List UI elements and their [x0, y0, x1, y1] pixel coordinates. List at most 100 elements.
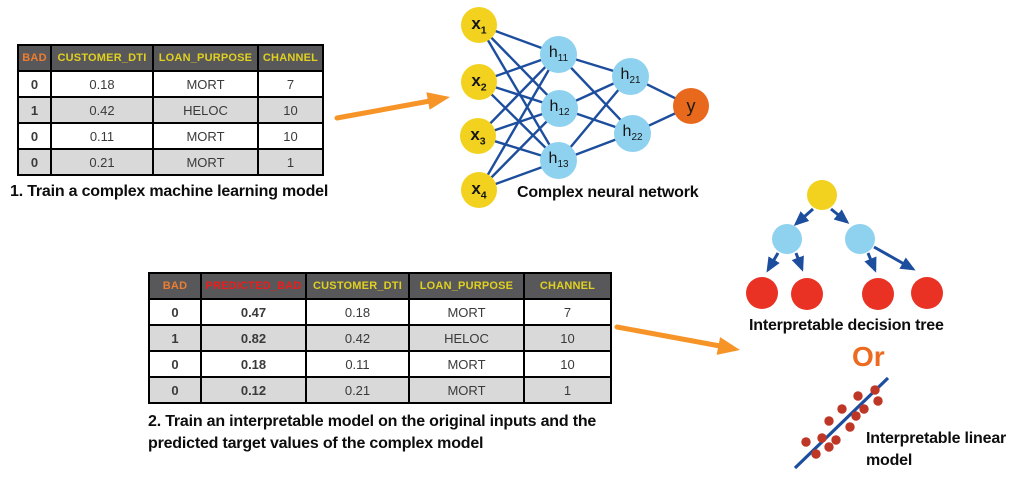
table-cell: MORT [152, 70, 259, 98]
node-label: x4 [471, 178, 487, 201]
node-label: x3 [470, 124, 486, 147]
table-cell: MORT [408, 298, 525, 326]
table-row: 0 0.18 0.11 MORT 10 [148, 350, 612, 378]
node-label: h22 [622, 122, 643, 144]
table-cell: MORT [408, 376, 525, 404]
linear-caption-line2: model [866, 452, 913, 469]
table-cell: 0.82 [200, 324, 307, 352]
node-label: x1 [471, 13, 487, 36]
header-cell: LOAN_PURPOSE [408, 272, 525, 300]
input-node-x3: x3 [460, 118, 496, 154]
node-label: y [686, 96, 696, 116]
table-cell: 0.47 [200, 298, 307, 326]
flow-arrow-1 [334, 92, 450, 121]
hidden-node-h21: h21 [612, 58, 649, 95]
node-label: h13 [548, 149, 569, 171]
table-cell: 0.18 [305, 298, 410, 326]
tree-root-node [807, 180, 837, 210]
header-cell: CUSTOMER_DTI [305, 272, 410, 300]
predicted-data-table: BAD PREDICTED_BAD CUSTOMER_DTI LOAN_PURP… [148, 272, 612, 404]
header-cell: BAD [148, 272, 202, 300]
table-row: 0 0.12 0.21 MORT 1 [148, 376, 612, 404]
step2-caption: 2. Train an interpretable model on the o… [148, 411, 596, 455]
table-cell: 0 [148, 298, 202, 326]
tree-leaf-node [746, 277, 778, 309]
table-cell: HELOC [408, 324, 525, 352]
header-cell: CHANNEL [523, 272, 612, 300]
table-cell: 0.42 [50, 96, 154, 124]
or-label: Or [852, 341, 885, 372]
linear-caption-line1: Interpretable linear [866, 430, 1007, 447]
table-cell: 0.42 [305, 324, 410, 352]
table-row: 0 0.21 MORT 1 [17, 148, 324, 176]
flow-arrow-2 [614, 324, 740, 355]
hidden-node-h13: h13 [540, 142, 577, 179]
nn-edges [477, 23, 692, 192]
node-label: h21 [620, 65, 641, 87]
node-label: h11 [548, 43, 569, 65]
header-cell: CUSTOMER_DTI [50, 44, 154, 72]
tree-left-node [772, 224, 802, 254]
header-cell: PREDICTED_BAD [200, 272, 307, 300]
table-cell: MORT [152, 122, 259, 150]
node-label: x2 [471, 70, 487, 93]
input-node-x2: x2 [461, 64, 497, 100]
table-cell: HELOC [152, 96, 259, 124]
tree-caption: Interpretable decision tree [749, 317, 944, 334]
table-cell: 0.21 [305, 376, 410, 404]
table-row: 0 0.47 0.18 MORT 7 [148, 298, 612, 326]
input-node-x1: x1 [461, 7, 497, 43]
table-row: 1 0.42 HELOC 10 [17, 96, 324, 124]
table-cell: 7 [257, 70, 324, 98]
table-cell: 0 [17, 148, 52, 176]
hidden-node-h22: h22 [614, 115, 651, 152]
table-cell: 10 [523, 324, 612, 352]
table-header-row: BAD PREDICTED_BAD CUSTOMER_DTI LOAN_PURP… [148, 272, 612, 300]
table-cell: 10 [257, 122, 324, 150]
header-cell: CHANNEL [257, 44, 324, 72]
header-cell: BAD [17, 44, 52, 72]
step1-caption: 1. Train a complex machine learning mode… [10, 183, 329, 200]
table-cell: 0 [148, 350, 202, 378]
table-row: 0 0.11 MORT 10 [17, 122, 324, 150]
step2-caption-line1: 2. Train an interpretable model on the o… [148, 413, 597, 430]
input-node-x4: x4 [461, 172, 497, 208]
table-cell: 0.18 [50, 70, 154, 98]
table-cell: 0 [17, 70, 52, 98]
table-cell: 10 [257, 96, 324, 124]
table-cell: 0.12 [200, 376, 307, 404]
header-cell: LOAN_PURPOSE [152, 44, 259, 72]
table-cell: 1 [17, 96, 52, 124]
table-cell: 0.11 [305, 350, 410, 378]
table-cell: 0.11 [50, 122, 154, 150]
tree-leaf-node [911, 277, 943, 309]
linear-model-plot [793, 376, 890, 470]
table-cell: 0.21 [50, 148, 154, 176]
network-caption: Complex neural network [517, 184, 699, 201]
table-header-row: BAD CUSTOMER_DTI LOAN_PURPOSE CHANNEL [17, 44, 324, 72]
tree-arrows [766, 207, 916, 273]
scatter-dots [801, 385, 883, 459]
table-cell: MORT [408, 350, 525, 378]
table-cell: 0 [17, 122, 52, 150]
linear-model-caption: Interpretable linear model [866, 428, 1006, 472]
training-data-table: BAD CUSTOMER_DTI LOAN_PURPOSE CHANNEL 0 … [17, 44, 324, 176]
tree-right-node [845, 224, 875, 254]
table-cell: 1 [148, 324, 202, 352]
tree-leaf-node [791, 278, 823, 310]
tree-leaf-node [862, 278, 894, 310]
table-cell: 7 [523, 298, 612, 326]
table-cell: 0.18 [200, 350, 307, 378]
table-cell: 1 [257, 148, 324, 176]
hidden-node-h11: h11 [540, 36, 577, 73]
table-cell: 1 [523, 376, 612, 404]
table-row: 0 0.18 MORT 7 [17, 70, 324, 98]
table-cell: 10 [523, 350, 612, 378]
table-cell: MORT [152, 148, 259, 176]
table-row: 1 0.82 0.42 HELOC 10 [148, 324, 612, 352]
step2-caption-line2: predicted target values of the complex m… [148, 435, 484, 452]
node-label: h12 [549, 97, 570, 119]
output-node-y: y [673, 88, 709, 124]
hidden-node-h12: h12 [541, 90, 578, 127]
